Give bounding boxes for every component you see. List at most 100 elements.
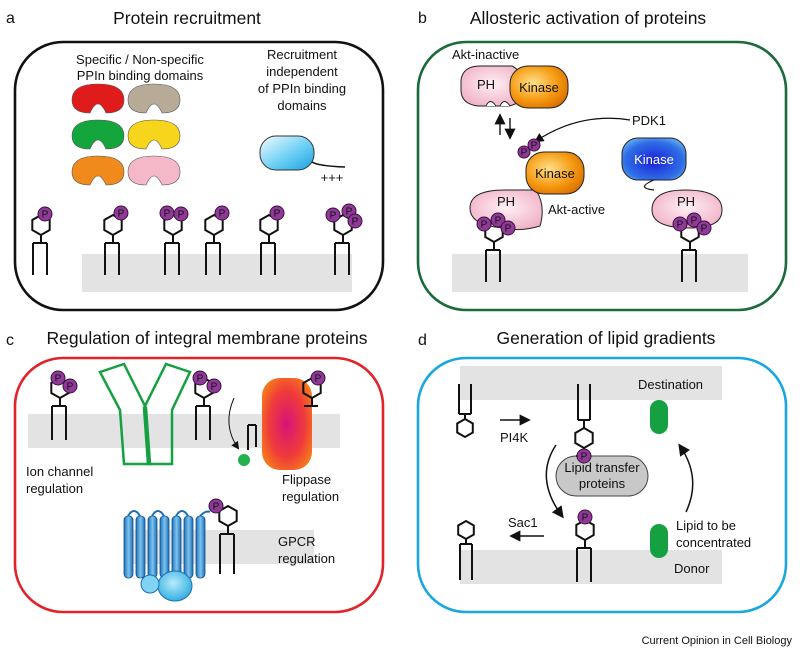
akt-active-label: Akt-active xyxy=(548,202,605,217)
ph-pocket-inactive xyxy=(485,101,511,107)
panel-letter-d: d xyxy=(418,332,427,349)
gpcr-helix xyxy=(123,515,134,579)
phosphate-label: P xyxy=(219,209,226,220)
lipid-conc-label-line1: Lipid to be xyxy=(676,518,736,533)
pi4p-tail-destination xyxy=(577,384,591,428)
phosphate-label: P xyxy=(330,211,337,222)
panel-letter-b: b xyxy=(418,10,427,27)
flippase xyxy=(262,378,312,470)
phospho-label: P xyxy=(531,141,538,152)
binding-domain xyxy=(127,155,181,186)
donor-label: Donor xyxy=(674,561,710,576)
panel-d: d Generation of lipid gradients Destinat… xyxy=(416,328,788,614)
phosphate-label: P xyxy=(42,210,49,221)
ltp-transfer-down-arrow xyxy=(545,444,564,519)
g-protein xyxy=(157,570,193,602)
ppin-binding-domains xyxy=(71,83,181,186)
phosphate-label: P xyxy=(211,382,218,393)
phosphoinositide-lipid: P xyxy=(575,509,595,582)
journal-footer: Current Opinion in Cell Biology xyxy=(642,635,793,647)
phosphate-group xyxy=(269,205,285,221)
phosphate-group xyxy=(476,216,492,232)
indep-label-line2: independent xyxy=(266,64,338,79)
panel-b-frame xyxy=(416,40,788,312)
domains-label-line1: Specific / Non-specific xyxy=(76,52,204,67)
pdk1-ph-domain xyxy=(651,189,723,229)
lipid-transfer-protein xyxy=(555,455,649,497)
kinase-active xyxy=(525,151,585,195)
destination-label: Destination xyxy=(638,377,703,392)
phosphoinositide-lipid: P xyxy=(31,206,53,275)
phosphate-group xyxy=(62,378,78,394)
phosphate-group xyxy=(490,212,506,228)
phosphoinositide-lipid: P xyxy=(204,205,230,275)
phosphate-label: P xyxy=(691,216,698,227)
kinase-phospho-1 xyxy=(517,145,531,159)
pi-lipid-destination xyxy=(456,384,474,439)
panel-a-frame xyxy=(13,40,385,312)
sac1-label: Sac1 xyxy=(508,515,538,530)
concentrated-lipid-dest xyxy=(650,400,668,434)
phosphate-group xyxy=(577,509,593,525)
gpcr-helix xyxy=(171,515,182,579)
panel-letter-a: a xyxy=(6,10,15,27)
ph-label-active: PH xyxy=(497,194,515,209)
phosphate-group xyxy=(37,206,53,222)
phosphate-group xyxy=(310,370,326,386)
phosphate-group xyxy=(206,378,222,394)
phosphate-group xyxy=(214,205,230,221)
gpcr-helix xyxy=(135,515,146,579)
ltp-transfer-up-arrow xyxy=(678,443,694,513)
phosphate-group xyxy=(696,220,712,236)
phosphate-group xyxy=(672,216,688,232)
pdk1-ph-label: PH xyxy=(677,194,695,209)
membrane-a xyxy=(82,254,352,292)
gpcr-helix xyxy=(183,515,194,579)
binding-domain xyxy=(127,83,181,114)
ion-channel-label-line2: regulation xyxy=(26,481,83,496)
pi4k-label: PI4K xyxy=(500,430,529,445)
phosphate-group xyxy=(50,370,66,386)
binding-domain xyxy=(71,83,125,114)
phosphate-label: P xyxy=(67,382,74,393)
flippase-label-line1: Flippase xyxy=(282,472,331,487)
membrane-b xyxy=(452,254,748,292)
phosphate-group xyxy=(686,212,702,228)
pdk1-linker xyxy=(643,179,655,191)
phosphate-label: P xyxy=(701,224,708,235)
panel-title-c: Regulation of integral membrane proteins xyxy=(46,328,367,348)
phosphate-label: P xyxy=(274,209,281,220)
panel-b: b Allosteric activation of proteins Akt-… xyxy=(416,8,788,312)
pdk1-label: PDK1 xyxy=(632,113,666,128)
kinase-label-active: Kinase xyxy=(535,166,575,181)
lipids-d: PP xyxy=(456,384,595,582)
phosphoinositide-lipid: PP xyxy=(192,370,222,440)
phospho-label: P xyxy=(521,148,528,159)
phosphate-group xyxy=(173,206,189,222)
binding-domain xyxy=(71,119,125,150)
phosphate-label: P xyxy=(197,374,204,385)
panel-c-frame xyxy=(13,356,385,614)
phosphate-label: P xyxy=(495,216,502,227)
phosphate-label: P xyxy=(352,217,359,228)
phosphate-label: P xyxy=(118,209,125,220)
kinase-label-inactive: Kinase xyxy=(519,80,559,95)
gpcr-loops xyxy=(127,510,211,517)
gpcr-helix xyxy=(159,515,170,579)
phosphoinositide-lipid: PP xyxy=(50,370,78,440)
flip-arrow xyxy=(228,397,240,450)
recruited-protein xyxy=(259,135,315,171)
phosphoinositide-lipid: P xyxy=(103,205,129,275)
charge-label: +++ xyxy=(321,170,344,185)
phosphate-group xyxy=(113,205,129,221)
phosphate-label: P xyxy=(213,502,220,513)
phosphate-group xyxy=(208,498,224,514)
indep-label-line4: domains xyxy=(277,98,327,113)
gpcr xyxy=(123,510,211,579)
phosphate-group xyxy=(192,370,208,386)
